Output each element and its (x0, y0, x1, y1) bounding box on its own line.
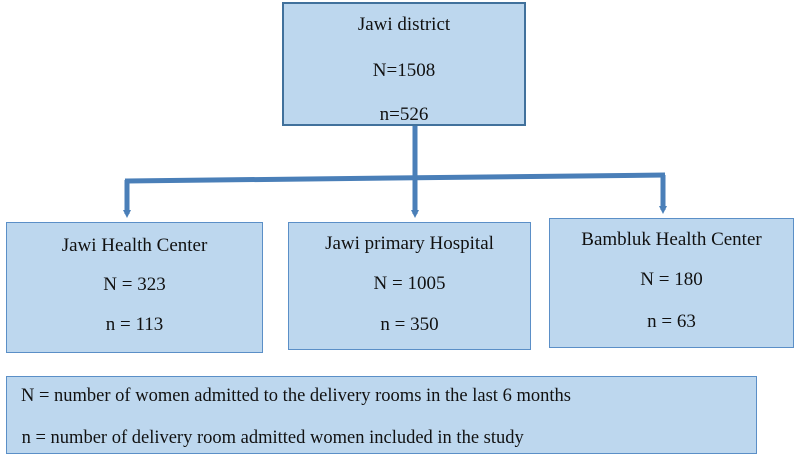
child-1-sample-n: n = 113 (105, 314, 164, 335)
legend-box: N = number of women admitted to the deli… (6, 376, 757, 454)
child-node-bambluk-health-center: Bambluk Health Center N = 180 n = 63 (549, 218, 794, 348)
child-3-title: Bambluk Health Center (581, 229, 762, 250)
legend-line-N: N = number of women admitted to the deli… (21, 386, 571, 406)
child-1-title: Jawi Health Center (61, 235, 208, 256)
root-sample-n: n=526 (379, 104, 429, 125)
horizontal-connector (124, 172, 666, 184)
root-node-jawi-district: Jawi district N=1508 n=526 (282, 2, 526, 126)
child-2-sample-n: n = 350 (380, 314, 439, 335)
root-title: Jawi district (357, 14, 451, 35)
child-3-total-N: N = 180 (640, 269, 703, 290)
child-node-jawi-health-center: Jawi Health Center N = 323 n = 113 (6, 222, 263, 353)
child-1-total-N: N = 323 (103, 274, 166, 295)
child-2-total-N: N = 1005 (373, 273, 446, 294)
child-3-sample-n: n = 63 (647, 311, 696, 332)
child-node-jawi-primary-hospital: Jawi primary Hospital N = 1005 n = 350 (288, 222, 531, 350)
child-2-title: Jawi primary Hospital (325, 233, 494, 254)
root-total-N: N=1508 (372, 60, 436, 81)
legend-line-n: n = number of delivery room admitted wom… (17, 428, 524, 448)
